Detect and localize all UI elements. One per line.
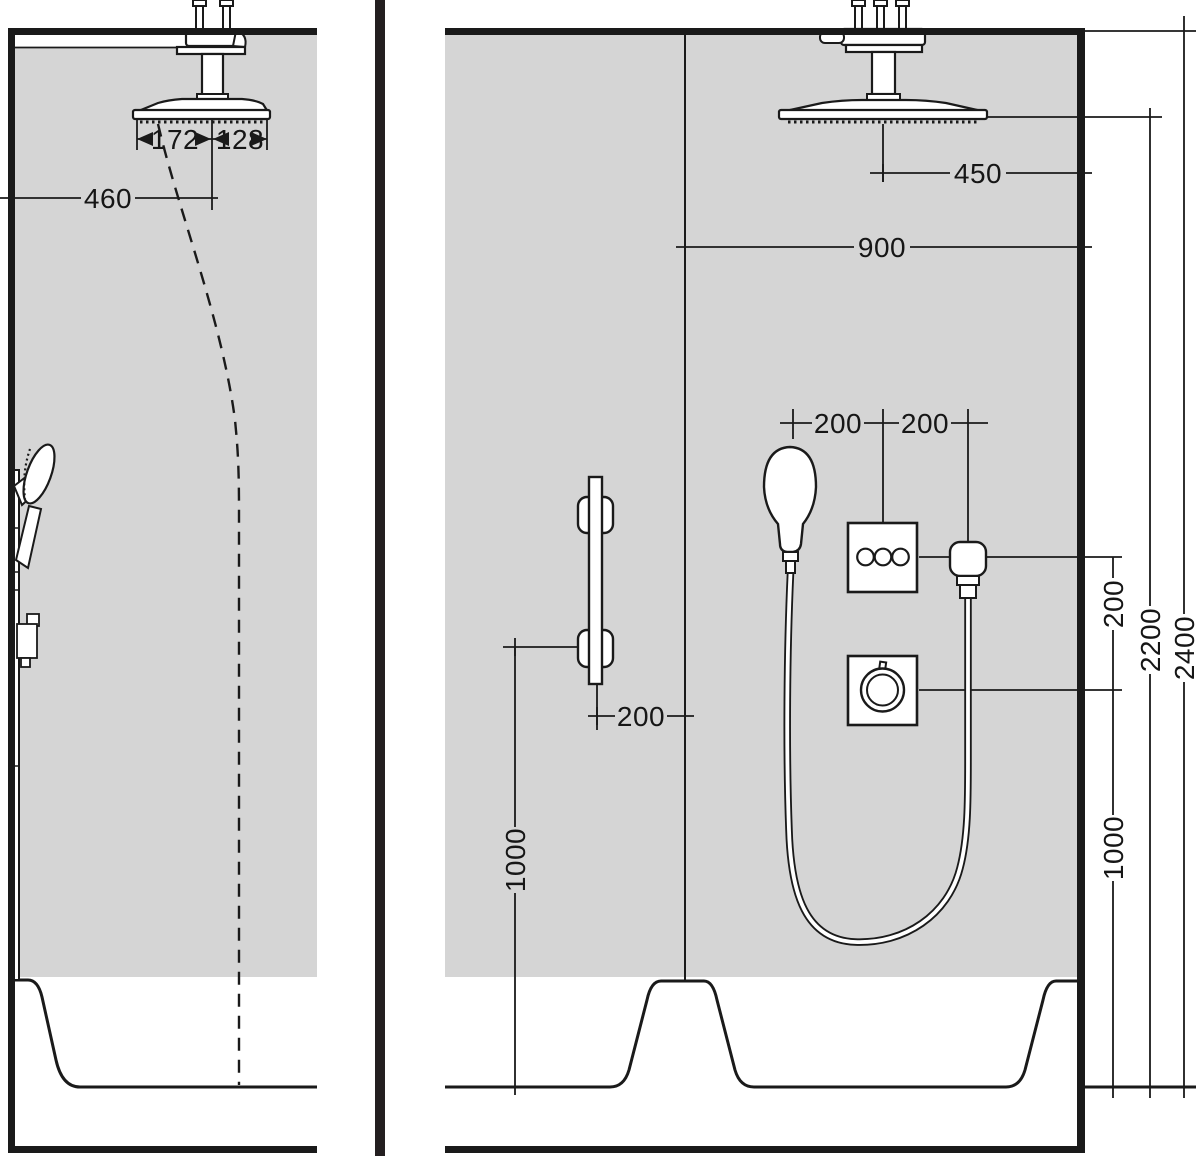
- hand-shower-front: [762, 445, 818, 574]
- ceiling-border-side: [8, 28, 317, 35]
- shower-column: [200, 52, 225, 98]
- side-view: 460 172 128: [0, 0, 317, 1153]
- shower-tray-front: [445, 979, 1077, 1089]
- head-cone: [135, 97, 270, 114]
- handshower-handle-side: [14, 504, 43, 570]
- wall-outlet: [948, 540, 988, 599]
- shower-column-front: [870, 50, 897, 96]
- label-bg-200a: [812, 411, 864, 435]
- select-button-2-icon: [873, 547, 893, 567]
- label-bg-bar200: [615, 704, 667, 728]
- bar-bracket-foot: [20, 657, 31, 668]
- handshower-nut: [782, 551, 799, 562]
- shower-hose: [783, 572, 972, 946]
- right-wall: [1077, 28, 1085, 1153]
- label-bg-900: [854, 235, 910, 259]
- label-bg-450: [950, 161, 1006, 185]
- left-wall: [8, 28, 15, 1153]
- floor-border-side: [8, 1146, 317, 1153]
- select-valve: [846, 521, 919, 594]
- dim-label-2400: 2400: [1169, 616, 1200, 680]
- handshower-body-front: [762, 445, 818, 554]
- wall-bar-front: [576, 475, 615, 686]
- dim-label-200a: 200: [814, 408, 862, 439]
- supply-valves-front-icon: [851, 0, 910, 31]
- bar-bracket-body: [16, 623, 38, 659]
- label-bg-2400: [1171, 614, 1197, 682]
- dim-label-1000-right: 1000: [1098, 816, 1129, 880]
- ceiling-border-front: [445, 28, 1085, 35]
- head-rim: [131, 108, 272, 121]
- dim-label-1000-left: 1000: [500, 828, 531, 892]
- select-button-3-icon: [891, 547, 910, 567]
- outlet-collar: [956, 575, 980, 586]
- dial-inner-icon: [866, 673, 899, 707]
- label-bg-200-right: [1100, 578, 1126, 630]
- panel-divider: [375, 0, 385, 1156]
- supply-valves-icon: [192, 0, 234, 32]
- shower-tray-side: [15, 978, 317, 1089]
- outlet-nut: [959, 584, 977, 599]
- select-button-1-icon: [856, 547, 875, 567]
- label-bg-460: [81, 186, 135, 210]
- dim-label-450: 450: [954, 158, 1002, 189]
- label-bg-200b: [899, 411, 951, 435]
- overhead-shower-front: [777, 0, 989, 124]
- outlet-escutcheon: [948, 540, 988, 578]
- dim-label-2200: 2200: [1135, 608, 1166, 672]
- floor-border-front: [445, 1146, 1085, 1153]
- handshower-hose-collar: [785, 560, 796, 574]
- dim-label-900: 900: [858, 232, 906, 263]
- spray-trajectory-dashed: [156, 123, 241, 1085]
- dim-label-200-right: 200: [1098, 580, 1129, 628]
- label-bg-1000-left: [502, 827, 528, 893]
- front-view: 450 900 200 200 200 1000 200 1000 2200 2…: [445, 0, 1200, 1153]
- ceiling-cavity-side: [15, 34, 232, 47]
- dim-label-200b: 200: [901, 408, 949, 439]
- wall-surface-front: [445, 34, 1077, 977]
- dim-label-460: 460: [84, 183, 132, 214]
- wall-surface-side: [15, 34, 317, 977]
- dimension-arrows: [137, 132, 267, 146]
- handshower-head-side: [22, 443, 56, 505]
- label-bg-2200: [1137, 606, 1163, 674]
- head-rim-front: [777, 108, 989, 121]
- handshower-spray-dots: [23, 448, 32, 500]
- bar-rail: [587, 475, 604, 686]
- dim-label-bar200: 200: [617, 701, 665, 732]
- label-bg-1000-right: [1100, 815, 1126, 881]
- thermostat-valve: [846, 654, 919, 727]
